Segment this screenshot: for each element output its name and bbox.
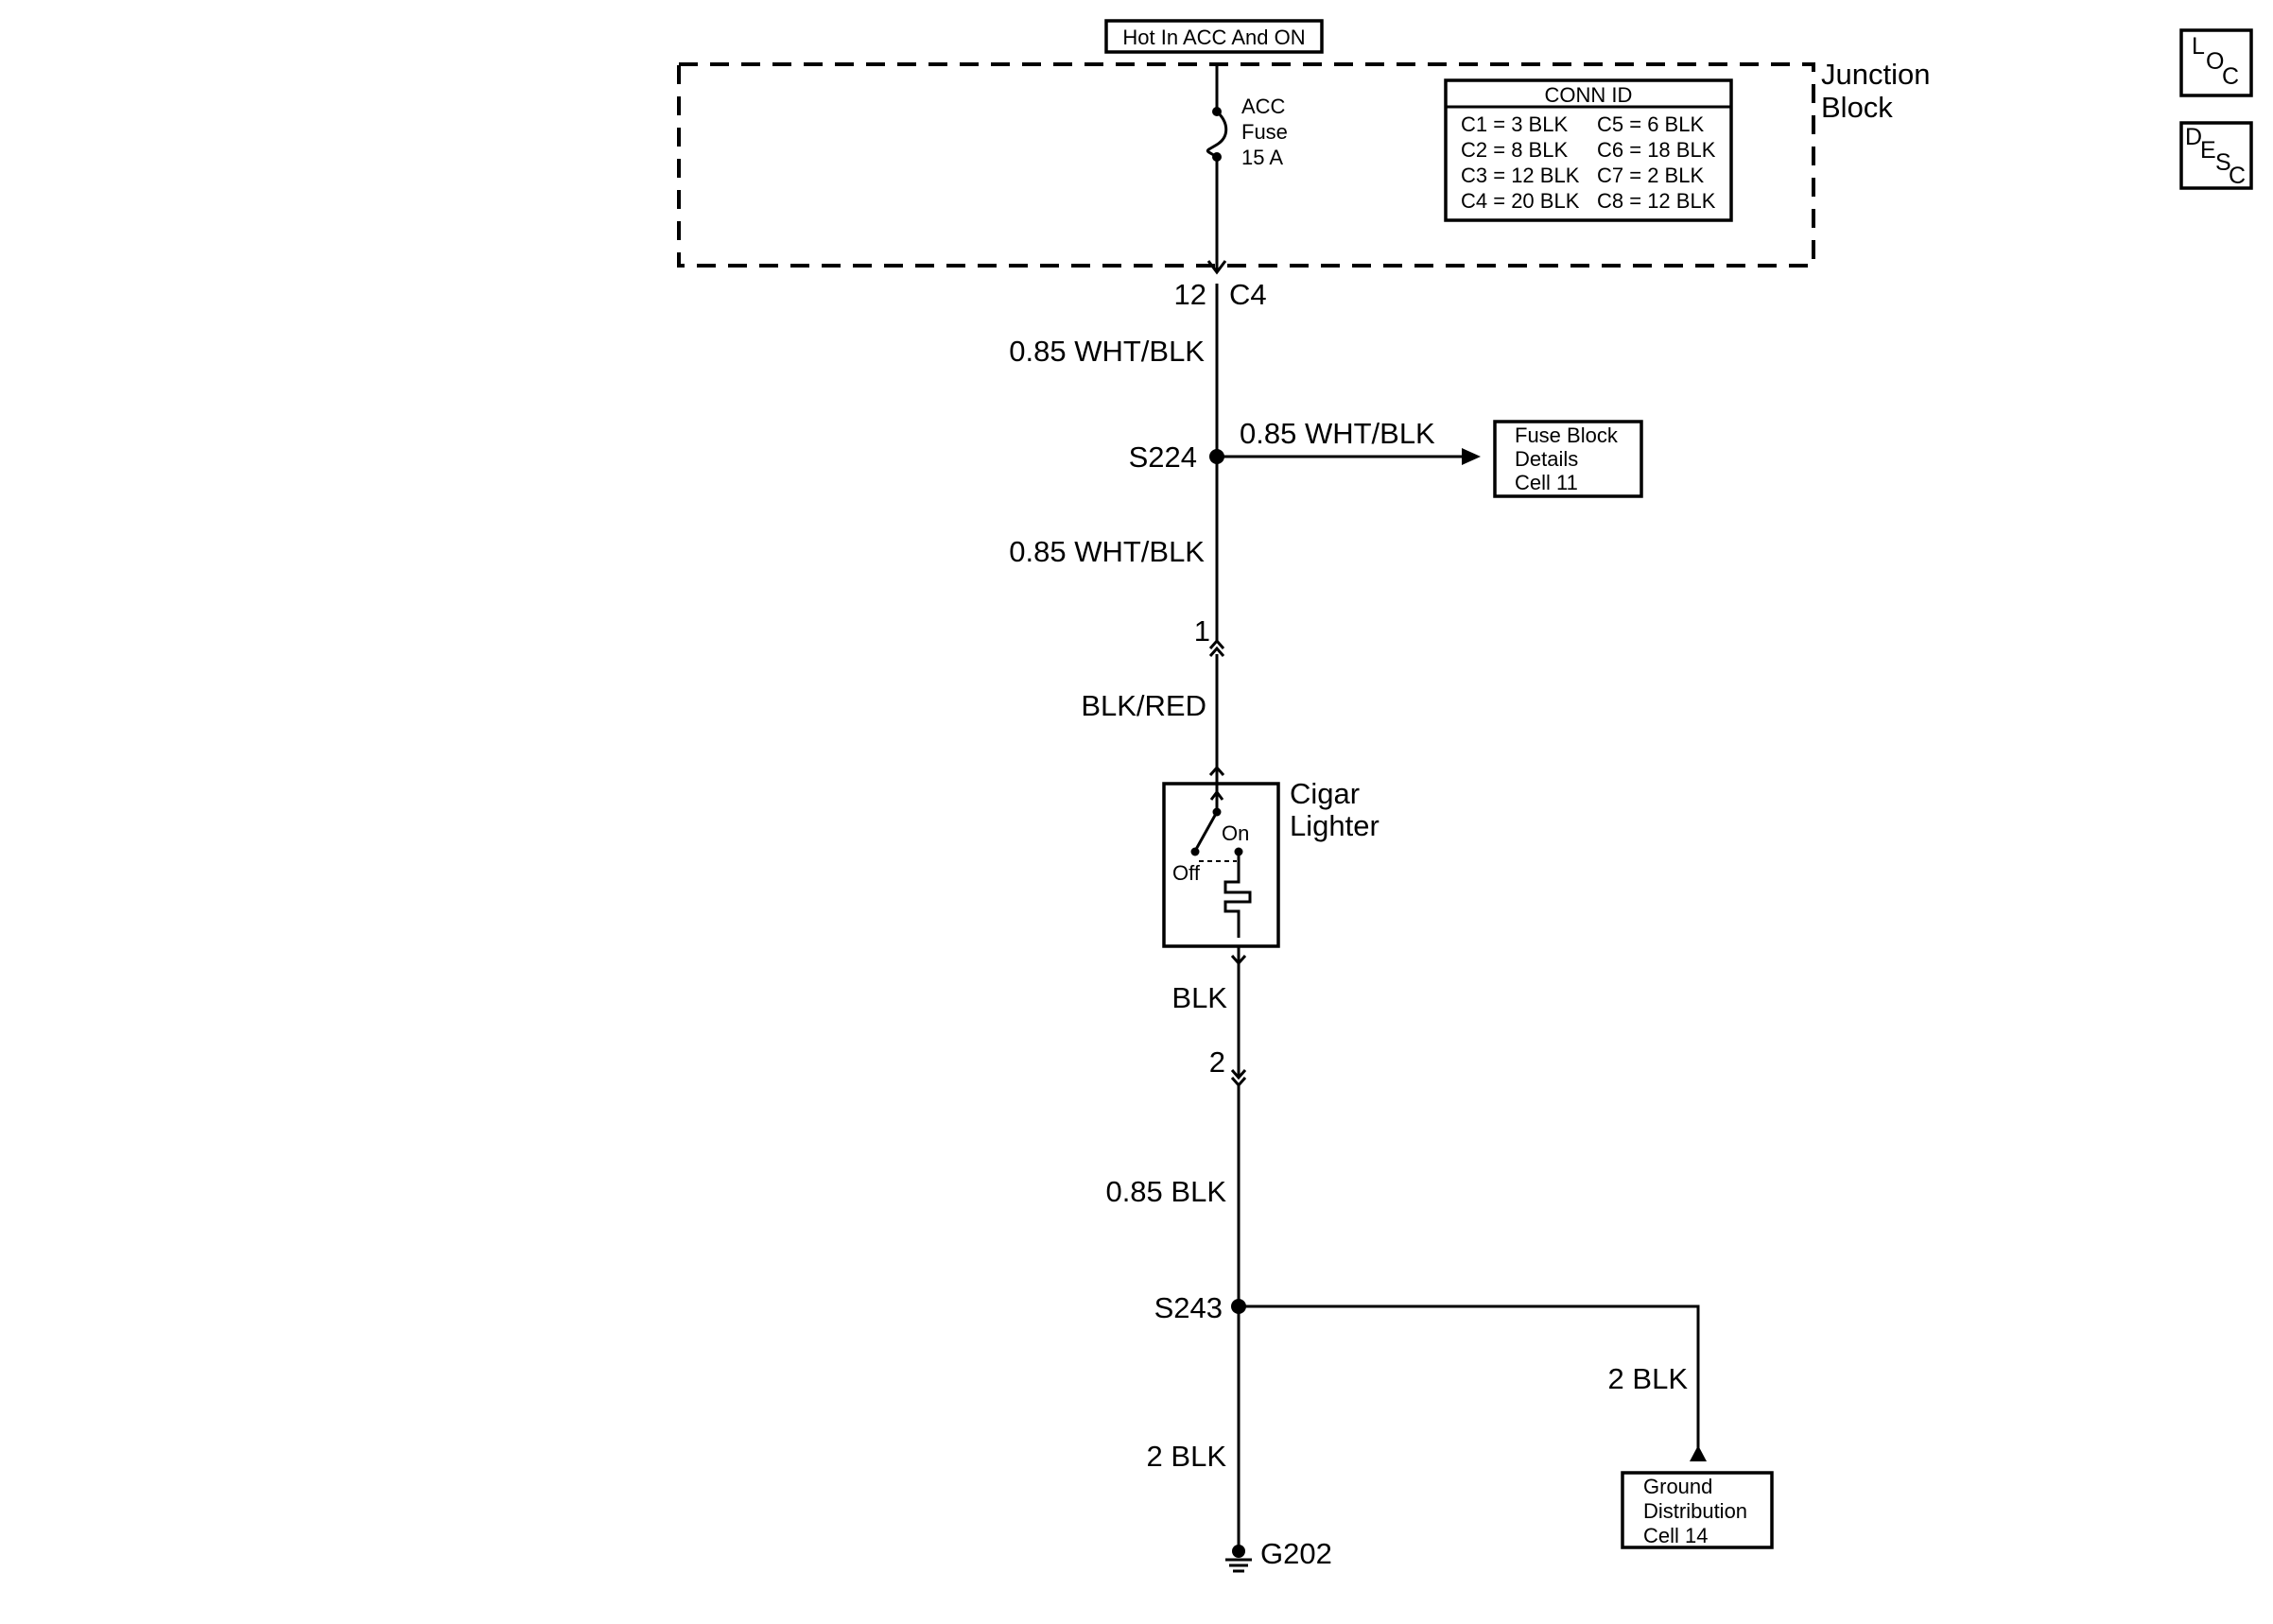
loc-button-box[interactable] <box>2179 28 2253 97</box>
splice-label: S243 <box>1154 1291 1223 1324</box>
connector-pin1: 1 <box>1194 614 1225 657</box>
wire-label: 0.85 WHT/BLK <box>1009 535 1205 568</box>
junction-block: Junction Block ACC Fuse 15 A CONN ID C1 … <box>677 58 1930 268</box>
fuse-block-reference-box[interactable] <box>1493 420 1643 498</box>
wire-label: 2 BLK <box>1147 1440 1227 1473</box>
connector-pin1-symbol <box>1208 638 1225 649</box>
conn-id-entry: C7 = 2 BLK <box>1597 164 1704 187</box>
branch-wire-label: 0.85 WHT/BLK <box>1240 417 1435 450</box>
loc-button[interactable]: L O C <box>2179 28 2253 97</box>
connector-c4-name: C4 <box>1229 278 1267 311</box>
lighter-connector-top <box>1208 765 1225 776</box>
connector-pin2-symbol <box>1230 1069 1247 1080</box>
splice-s243: S243 2 BLK <box>1154 1291 1707 1461</box>
junction-block-boundary <box>677 62 1815 268</box>
conn-id-entry: C8 = 12 BLK <box>1597 189 1716 213</box>
splice-s224: S224 0.85 WHT/BLK <box>1129 417 1481 474</box>
ground-distribution-reference[interactable]: Ground Distribution Cell 14 <box>1621 1471 1774 1549</box>
wire-label: BLK <box>1171 981 1227 1014</box>
conn-id-table: CONN ID C1 = 3 BLK C5 = 6 BLK C2 = 8 BLK… <box>1444 78 1733 222</box>
connector-c4: 12 C4 <box>1174 260 1267 311</box>
splice-label: S224 <box>1129 441 1197 474</box>
desc-button-box[interactable] <box>2179 121 2253 190</box>
conn-id-entry: C4 = 20 BLK <box>1461 189 1580 213</box>
arrow-icon <box>1690 1445 1707 1461</box>
conn-id-entry: C5 = 6 BLK <box>1597 112 1704 136</box>
power-source-label: Hot In ACC And ON <box>1122 26 1305 49</box>
heating-element <box>1223 852 1252 938</box>
junction-block-title: Junction <box>1821 58 1930 91</box>
switch-contact-off <box>1190 847 1200 856</box>
fuse-element <box>1206 110 1228 159</box>
desc-letter: E <box>2200 137 2216 164</box>
fuse-block-reference-line: Details <box>1515 447 1578 471</box>
connector-c4-symbol <box>1206 260 1227 275</box>
power-source: Hot In ACC And ON <box>1104 19 1324 54</box>
conn-id-box <box>1444 78 1733 222</box>
lighter-off-label: Off <box>1172 861 1201 885</box>
wire-label: BLK/RED <box>1081 689 1206 722</box>
ground-distribution-reference-line: Cell 14 <box>1643 1524 1708 1547</box>
ground-point <box>1232 1545 1245 1558</box>
branch-wire-label: 2 BLK <box>1608 1362 1689 1395</box>
ground-distribution-reference-line: Distribution <box>1643 1499 1747 1523</box>
desc-letter: D <box>2185 124 2202 150</box>
fuse-block-reference[interactable]: Fuse Block Details Cell 11 <box>1493 420 1643 498</box>
fuse-block-reference-line: Cell 11 <box>1515 471 1578 494</box>
ground-distribution-reference-box[interactable] <box>1621 1471 1774 1549</box>
connector-pin1-label: 1 <box>1194 614 1210 648</box>
conn-id-entry: C3 = 12 BLK <box>1461 164 1580 187</box>
ground-distribution-reference-line: Ground <box>1643 1475 1712 1498</box>
cigar-lighter: On Off Cigar Lighter <box>1162 765 1379 948</box>
power-source-box <box>1104 19 1324 54</box>
lighter-arrow <box>1209 789 1224 801</box>
acc-fuse: ACC Fuse 15 A <box>1206 64 1288 169</box>
conn-id-title: CONN ID <box>1545 83 1633 107</box>
conn-id-entry: C6 = 18 BLK <box>1597 138 1716 162</box>
loc-letter: O <box>2206 48 2224 75</box>
fuse-rating: 15 A <box>1241 146 1283 169</box>
desc-letter: S <box>2215 149 2231 176</box>
junction-block-title-2: Block <box>1821 91 1893 124</box>
loc-letter: C <box>2222 63 2239 90</box>
wire-label: 0.85 WHT/BLK <box>1009 335 1205 368</box>
switch-blade <box>1192 811 1219 854</box>
arrow-icon <box>1462 448 1481 465</box>
fuse-word: Fuse <box>1241 120 1288 144</box>
desc-button[interactable]: D E S C <box>2179 121 2253 190</box>
connector-pin2-label: 2 <box>1209 1045 1225 1079</box>
wire-label: 0.85 BLK <box>1105 1175 1226 1208</box>
fuse-block-reference-line: Fuse Block <box>1515 423 1619 447</box>
cigar-lighter-title-2: Lighter <box>1290 809 1379 842</box>
connector-pin1-symbol <box>1208 646 1225 657</box>
cigar-lighter-title: Cigar <box>1290 777 1360 810</box>
ground-g202: G202 <box>1225 1537 1332 1573</box>
connector-c4-pin: 12 <box>1174 278 1206 311</box>
cigar-lighter-box <box>1162 782 1280 948</box>
fuse-name: ACC <box>1241 95 1286 118</box>
desc-letter: C <box>2229 163 2246 189</box>
ground-label: G202 <box>1260 1537 1332 1570</box>
lighter-on-label: On <box>1222 821 1249 845</box>
branch-wire-ground-dist <box>1239 1304 1700 1452</box>
conn-id-entry: C2 = 8 BLK <box>1461 138 1568 162</box>
conn-id-entry: C1 = 3 BLK <box>1461 112 1568 136</box>
loc-letter: L <box>2192 33 2205 60</box>
